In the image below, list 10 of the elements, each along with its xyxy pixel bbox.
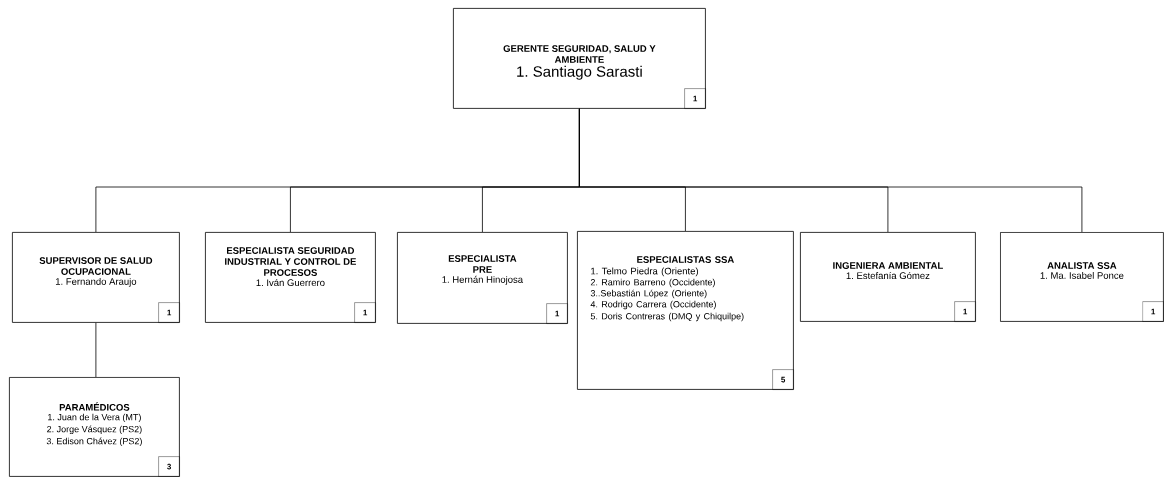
count-box: 3	[158, 456, 180, 477]
count-box: 1	[954, 301, 976, 322]
count-box: 1	[546, 303, 568, 324]
connector-line	[95, 322, 97, 378]
count-box: 1	[158, 302, 180, 323]
count-box: 1	[684, 88, 706, 109]
count-box: 1	[354, 302, 376, 323]
count-box: 1	[1142, 301, 1164, 322]
count-box: 5	[772, 369, 794, 390]
connector-line	[579, 108, 1083, 233]
